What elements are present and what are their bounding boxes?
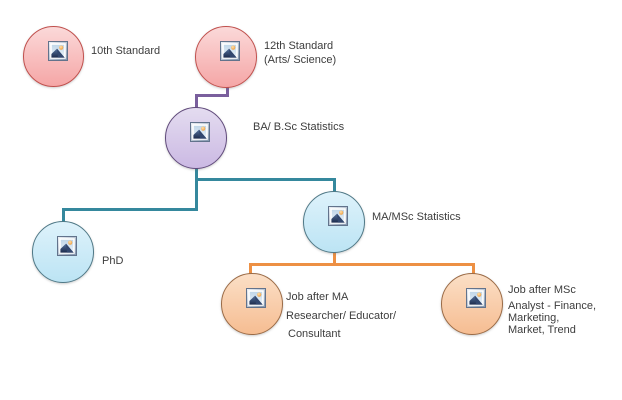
label-line: (Arts/ Science)	[264, 54, 337, 66]
label-line: Researcher/ Educator/	[286, 309, 397, 322]
node-job-after-msc	[441, 273, 503, 335]
label-line: 12th Standard	[264, 40, 334, 52]
node-10th-standard	[23, 26, 84, 87]
picture-icon	[220, 41, 240, 61]
connector-ba-to-ma-segment	[332, 178, 336, 194]
connector-ma-jobs-segment	[249, 263, 475, 266]
picture-icon	[47, 40, 68, 61]
label-job-after-msc: Job after MSc Analyst - Finance, Marketi…	[508, 283, 596, 336]
label-12th-standard: 12th Standard (Arts/ Science)	[264, 39, 336, 67]
connector-ba-trunk-segment	[195, 165, 198, 211]
label-job-after-ma: Job after MA Researcher/ Educator/ Consu…	[286, 288, 396, 344]
node-12th-standard	[195, 26, 257, 88]
label-ba-bsc-statistics: BA/ B.Sc Statistics	[253, 120, 344, 134]
label-ma-msc-statistics: MA/MSc Statistics	[372, 210, 461, 224]
label-line: Job after MA	[286, 291, 349, 303]
connector-12th-to-ba-segment	[195, 94, 198, 110]
label-phd: PhD	[102, 254, 123, 268]
label-line: Market, Trend	[508, 324, 576, 336]
connector-ba-to-phd-segment	[62, 208, 198, 211]
connector-12th-to-ba-segment	[195, 94, 229, 97]
label-line: MA/MSc Statistics	[372, 211, 461, 223]
label-line: 10th Standard	[91, 45, 161, 57]
connector-ma-to-jobmsc-segment	[472, 263, 475, 276]
node-job-after-ma	[221, 273, 283, 335]
label-line: BA/ B.Sc Statistics	[253, 121, 345, 133]
picture-icon	[328, 206, 348, 226]
connector-ma-to-jobma-segment	[249, 263, 252, 276]
connector-ma-trunk-segment	[333, 250, 336, 266]
picture-icon	[190, 122, 210, 142]
connector-ba-to-phd-segment	[62, 208, 65, 223]
label-line: Job after MSc	[508, 284, 576, 296]
picture-icon	[466, 288, 486, 308]
label-line: Consultant	[288, 328, 341, 340]
connector-12th-to-ba-segment	[225, 82, 229, 97]
node-ma-msc-statistics	[303, 191, 365, 253]
connector-ba-to-ma-segment	[195, 178, 336, 181]
label-line: Analyst - Finance,	[508, 300, 597, 312]
picture-icon	[57, 236, 77, 256]
node-phd	[32, 221, 94, 283]
label-10th-standard: 10th Standard	[91, 44, 160, 58]
label-line: Marketing,	[508, 312, 560, 324]
picture-icon	[246, 288, 266, 308]
node-ba-bsc-statistics	[165, 107, 227, 169]
label-line: PhD	[102, 255, 124, 267]
